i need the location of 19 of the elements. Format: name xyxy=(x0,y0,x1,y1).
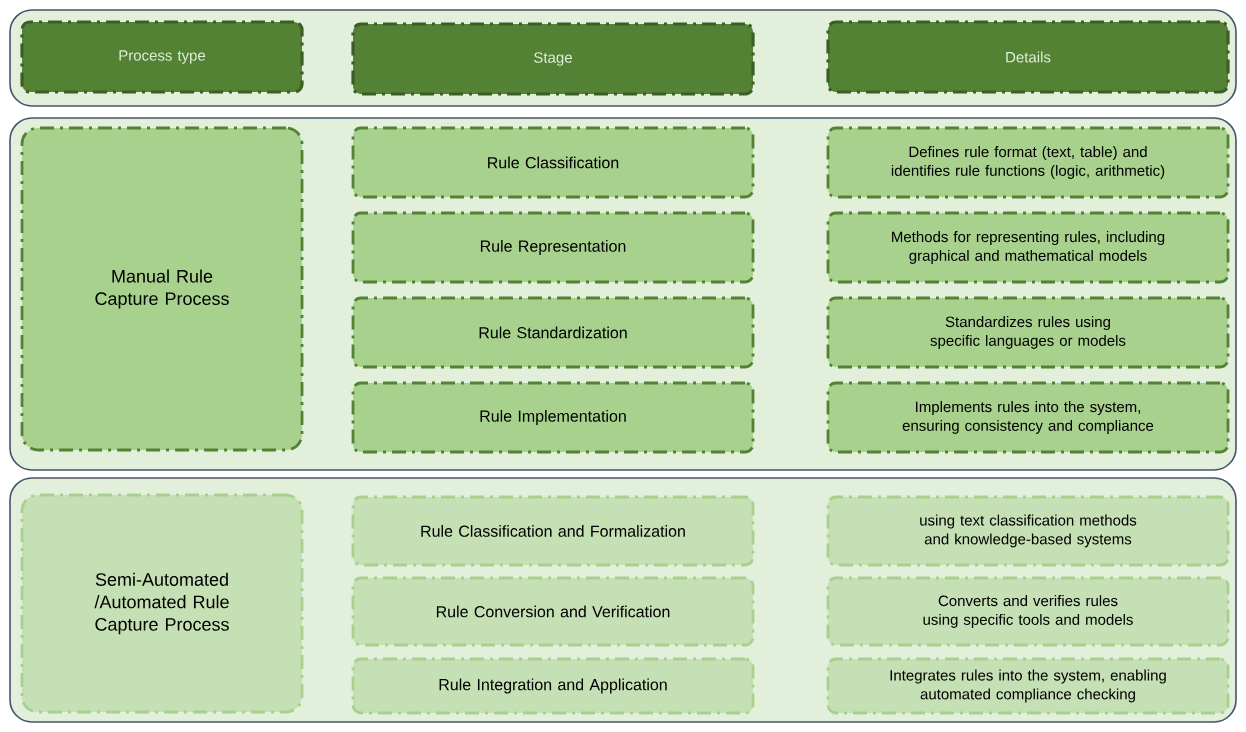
stage-box: Rule Implementation xyxy=(351,381,755,454)
stage-box: Rule Standardization xyxy=(351,296,755,369)
header-box: Details xyxy=(826,20,1230,94)
details-box: Integrates rules into the system, enabling automated compliance checking xyxy=(826,657,1230,715)
header-box: Stage xyxy=(351,22,755,96)
stage-box: Manual Rule Capture Process xyxy=(20,126,304,452)
stage-box: Rule Representation xyxy=(351,211,755,284)
stage-box: Semi-Automated /Automated Rule Capture Process xyxy=(20,493,304,714)
details-box: Methods for representing rules, including graphical and mathematical models xyxy=(826,211,1230,284)
header-box: Process type xyxy=(20,20,304,94)
details-box: Defines rule format (text, table) and identifies rule functions (logic, arithmetic) xyxy=(826,126,1230,199)
stage-box: Rule Integration and Application xyxy=(351,657,755,715)
details-box: Standardizes rules using specific languages or models xyxy=(826,296,1230,369)
details-box: Implements rules into the system, ensuring consistency and compliance xyxy=(826,381,1230,454)
stage-box: Rule Conversion and Verification xyxy=(351,576,755,647)
details-box: Converts and verifies rules using specific tools and models xyxy=(826,576,1230,647)
details-box: using text classification methods and knowledge-based systems xyxy=(826,495,1230,567)
stage-box: Rule Classification and Formalization xyxy=(351,495,755,567)
stage-box: Rule Classification xyxy=(351,126,755,199)
